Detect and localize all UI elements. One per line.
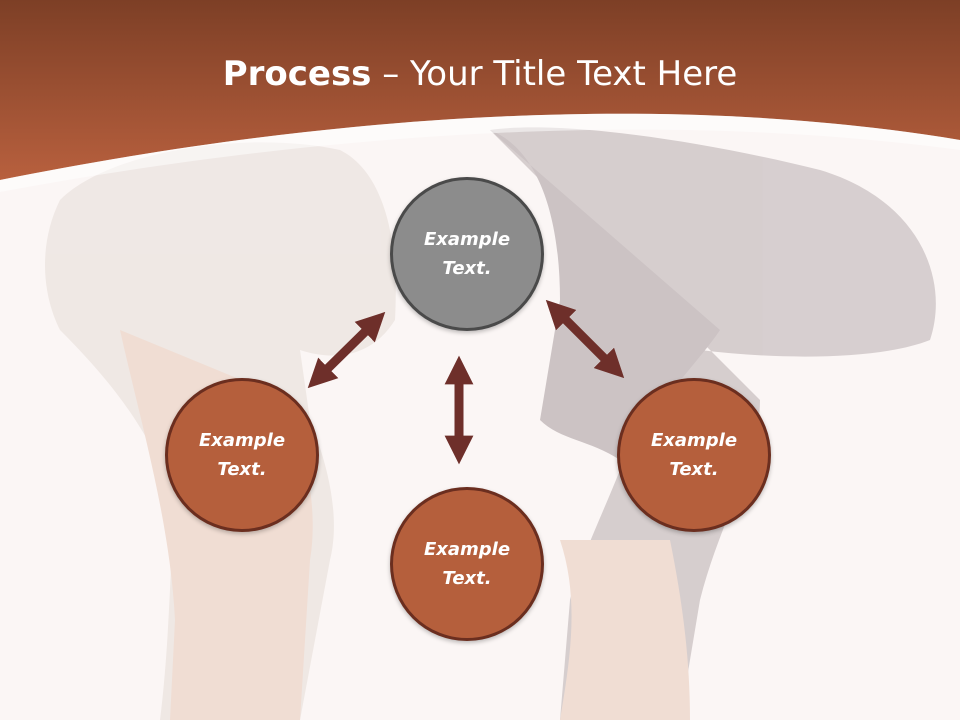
node-right: Example Text. — [617, 378, 771, 532]
slide-title: Process – Your Title Text Here — [0, 52, 960, 96]
header-band — [0, 0, 960, 180]
node-right-line1: Example — [650, 430, 738, 451]
node-top-line1: Example — [423, 229, 511, 250]
header-swoosh — [0, 113, 960, 192]
title-rest: – Your Title Text Here — [371, 54, 738, 94]
node-top: Example Text. — [390, 177, 544, 331]
node-bottom: Example Text. — [390, 487, 544, 641]
node-top-line2: Text. — [442, 258, 492, 279]
node-bottom-line2: Text. — [442, 568, 492, 589]
node-right-line2: Text. — [669, 459, 719, 480]
node-left-line1: Example — [198, 430, 286, 451]
title-bold: Process — [222, 54, 372, 94]
node-left: Example Text. — [165, 378, 319, 532]
node-bottom-line1: Example — [423, 539, 511, 560]
node-left-line2: Text. — [217, 459, 267, 480]
